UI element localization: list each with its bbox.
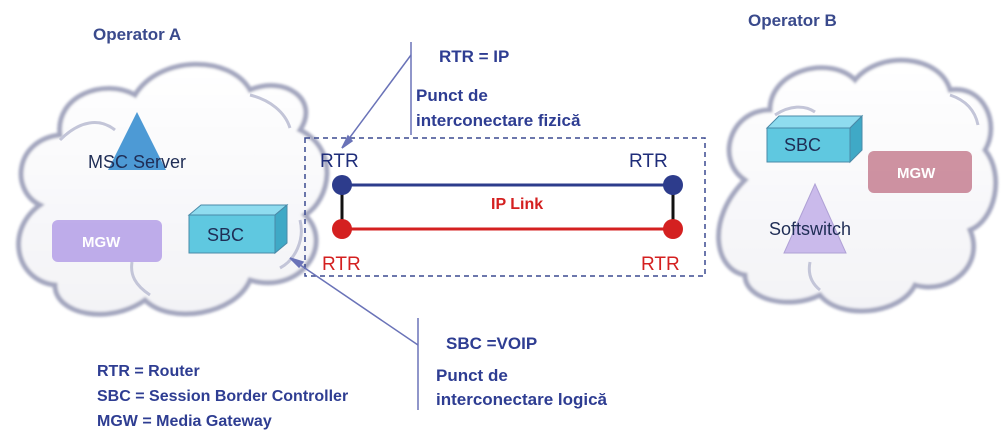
mgw-a-box: MGW	[52, 220, 162, 262]
legend: RTR = Router SBC = Session Border Contro…	[97, 363, 348, 430]
ip-link-label: IP Link	[491, 196, 543, 213]
mgw-a-label: MGW	[82, 234, 121, 251]
callout-top-line2: Punct de	[416, 86, 488, 105]
router-bottom-right-label: RTR	[641, 254, 680, 275]
callout-top-leaders	[341, 42, 412, 149]
sbc-b-label: SBC	[784, 135, 821, 155]
router-bottom-left-label: RTR	[322, 254, 361, 275]
legend-item-sbc: SBC = Session Border Controller	[97, 388, 348, 405]
router-bottom-right-node	[663, 219, 683, 239]
interconnection-boundary	[304, 137, 706, 277]
callout-bottom-leaders	[289, 257, 419, 410]
mgw-b-box: MGW	[868, 151, 972, 193]
cloud-operator-a	[16, 61, 330, 317]
callout-top-line3: interconectare fizică	[416, 111, 581, 130]
sbc-a-box: SBC	[187, 203, 289, 255]
softswitch-label: Softswitch	[769, 219, 851, 239]
sbc-b-box: SBC	[765, 114, 864, 164]
router-top-left-label: RTR	[320, 151, 359, 172]
callout-bottom-line1: SBC =VOIP	[446, 334, 537, 353]
legend-item-rtr: RTR = Router	[97, 363, 200, 380]
sbc-a-label: SBC	[207, 225, 244, 245]
router-top-right-node	[663, 175, 683, 195]
operator-a-label: Operator A	[93, 25, 181, 44]
legend-item-mgw: MGW = Media Gateway	[97, 413, 272, 430]
mgw-b-label: MGW	[897, 165, 936, 182]
operator-b-label: Operator B	[748, 11, 837, 30]
router-top-left-node	[332, 175, 352, 195]
softswitch-triangle	[783, 182, 847, 254]
msc-server-triangle	[108, 112, 166, 170]
router-bottom-left-node	[332, 219, 352, 239]
callout-bottom-line3: interconectare logică	[436, 390, 608, 409]
router-top-right-label: RTR	[629, 151, 668, 172]
callout-top-line1: RTR = IP	[439, 47, 509, 66]
callout-bottom-line2: Punct de	[436, 366, 508, 385]
msc-server-label: MSC Server	[88, 152, 186, 172]
